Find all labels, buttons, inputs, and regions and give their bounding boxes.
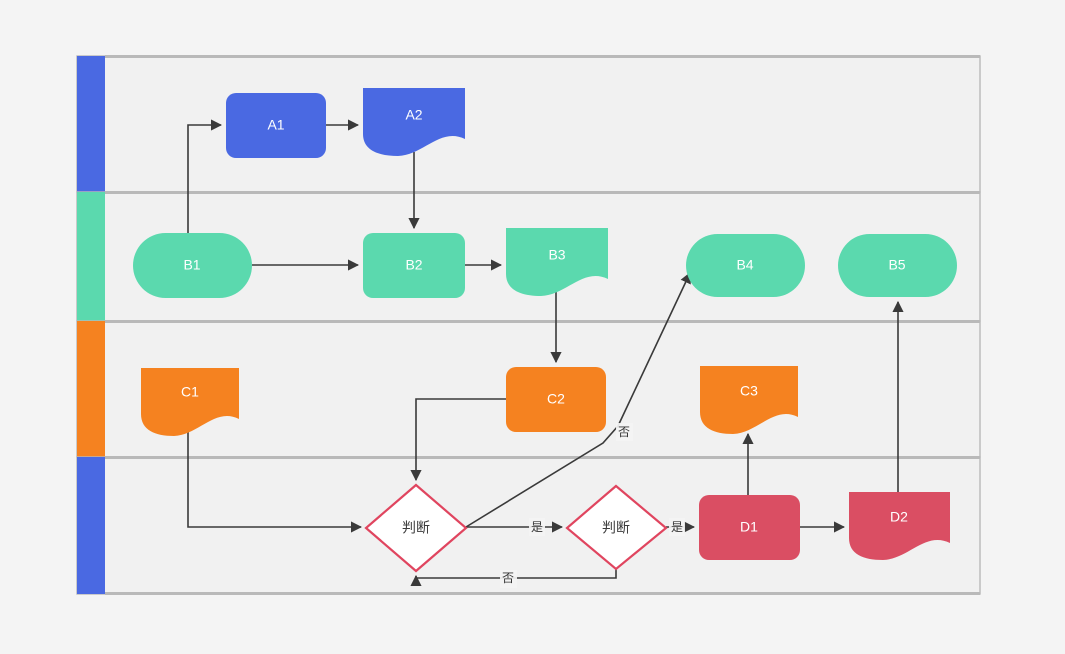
lane-group	[76, 55, 981, 595]
edge-label-text-yes-2: 是	[671, 520, 683, 534]
node-b1[interactable]: B1	[133, 233, 252, 298]
edge-label-dec1-dec2: 是	[529, 518, 545, 536]
edge-b1-a1[interactable]	[187, 119, 223, 233]
edge-label-bg-1	[529, 518, 545, 536]
edge-label-text-no-2: 否	[502, 571, 514, 585]
node-b3-shape	[506, 228, 608, 296]
node-d1[interactable]: D1	[699, 495, 800, 560]
node-c3-shape	[700, 366, 798, 434]
edge-label-dec2-dec1: 否	[500, 570, 517, 588]
lane-d-color-bar	[77, 457, 105, 594]
edge-label-dec2-d1: 是	[669, 518, 685, 536]
edge-c1-dec1[interactable]	[187, 428, 363, 533]
lane-a-body	[77, 56, 980, 192]
lane-d[interactable]	[76, 456, 981, 595]
edge-label-bg-3	[669, 518, 685, 536]
lane-a-color-bar	[77, 56, 105, 192]
edge-c2-dec1[interactable]	[410, 398, 506, 482]
lane-b-color-bar	[77, 192, 105, 321]
node-c2-shape	[506, 367, 606, 432]
edge-dec1-b4[interactable]	[465, 271, 691, 528]
node-c2[interactable]: C2	[506, 367, 606, 432]
edge-label-bg-4	[500, 570, 517, 588]
node-b2-shape	[363, 233, 465, 298]
node-b1-shape	[133, 233, 252, 298]
node-c1-shape	[141, 368, 239, 436]
edge-label-text-yes-1: 是	[531, 520, 543, 534]
node-d2-shape	[849, 492, 950, 560]
node-b5-shape	[838, 234, 957, 297]
node-decision-1-shape	[364, 483, 468, 573]
node-decision-2-shape	[565, 484, 668, 571]
edge-group	[187, 119, 904, 587]
node-b4-shape	[686, 234, 805, 297]
node-a1-shape	[226, 93, 326, 158]
node-a2-shape	[363, 88, 465, 156]
edge-label-bg-2	[616, 423, 633, 441]
lane-c-color-bar	[77, 321, 105, 457]
node-d1-shape	[699, 495, 800, 560]
node-a1[interactable]: A1	[226, 93, 326, 158]
lane-d-body	[77, 457, 980, 594]
lane-a[interactable]	[76, 55, 981, 193]
edge-label-group: 是 否 是 否	[500, 423, 685, 588]
node-b5[interactable]: B5	[838, 234, 957, 297]
edge-label-dec1-b4: 否	[616, 423, 633, 441]
node-b2[interactable]: B2	[363, 233, 465, 298]
node-b4[interactable]: B4	[686, 234, 805, 297]
edge-label-text-no-1: 否	[618, 425, 630, 439]
